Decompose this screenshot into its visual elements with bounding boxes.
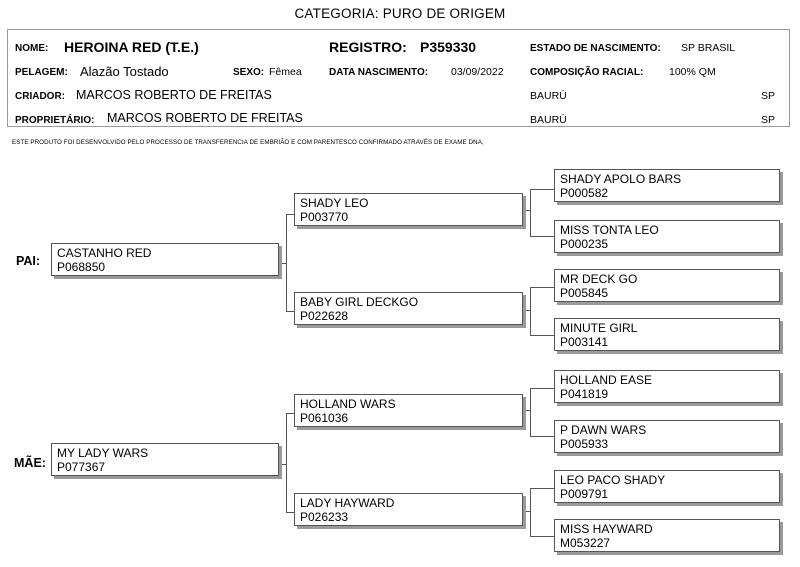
ancestor-reg: P009791 [560, 487, 609, 501]
birth-state-value: SP BRASIL [681, 42, 736, 54]
dam-box: MY LADY WARS P077367 [51, 443, 279, 476]
ancestor-reg: P041819 [560, 387, 609, 401]
sire-dam-reg: P022628 [300, 309, 349, 323]
ancestor-name: P DAWN WARS [560, 423, 647, 437]
sire-reg: P068850 [57, 260, 106, 274]
embryo-transfer-note: ESTE PRODUTO FOI DESENVOLVIDO PELO PROCE… [12, 139, 484, 146]
dam-reg: P077367 [57, 460, 106, 474]
sire-sire-sire-box: SHADY APOLO BARS P000582 [554, 169, 780, 202]
dam-dam-name: LADY HAYWARD [300, 496, 395, 510]
birth-date-label: DATA NASCIMENTO: [329, 67, 429, 78]
composition-label: COMPOSIÇÃO RACIAL: [530, 67, 644, 78]
dam-sire-reg: P061036 [300, 411, 349, 425]
dam-sire-dam-box: P DAWN WARS P005933 [554, 420, 780, 453]
dam-name: MY LADY WARS [57, 446, 149, 460]
dam-dam-box: LADY HAYWARD P026233 [294, 493, 523, 526]
ancestor-name: LEO PACO SHADY [560, 473, 666, 487]
sire-dam-sire-box: MR DECK GO P005845 [554, 269, 780, 302]
ancestor-reg: P000235 [560, 237, 609, 251]
ancestor-name: MINUTE GIRL [560, 321, 638, 335]
sire-sire-reg: P003770 [300, 210, 349, 224]
owner-value: MARCOS ROBERTO DE FREITAS [107, 111, 303, 125]
owner-state: SP [761, 114, 776, 126]
dam-dam-reg: P026233 [300, 510, 349, 524]
ancestor-reg: P005845 [560, 286, 609, 300]
dam-dam-sire-box: LEO PACO SHADY P009791 [554, 470, 780, 503]
ancestor-reg: P005933 [560, 437, 609, 451]
coat-label: PELAGEM: [15, 67, 68, 78]
birth-state-label: ESTADO DE NASCIMENTO: [530, 43, 661, 54]
sire-sire-box: SHADY LEO P003770 [294, 193, 523, 226]
sire-dam-dam-box: MINUTE GIRL P003141 [554, 318, 780, 351]
sire-name: CASTANHO RED [57, 246, 152, 260]
sire-dam-box: BABY GIRL DECKGO P022628 [294, 292, 523, 325]
breeder-city: BAURÚ [530, 90, 567, 102]
breeder-state: SP [761, 90, 776, 102]
horse-name: HEROINA RED (T.E.) [64, 39, 199, 55]
ancestor-name: HOLLAND EASE [560, 373, 653, 387]
ancestor-name: MR DECK GO [560, 272, 638, 286]
registry-label: REGISTRO: [329, 39, 407, 55]
ancestor-reg: M053227 [560, 536, 611, 550]
owner-city: BAURÚ [530, 114, 567, 126]
registry-value: P359330 [420, 39, 477, 55]
ancestor-name: MISS TONTA LEO [560, 223, 659, 237]
horse-info-panel: NOME: HEROINA RED (T.E.) REGISTRO: P3593… [7, 29, 790, 127]
name-label: NOME: [15, 43, 49, 54]
dam-dam-dam-box: MISS HAYWARD M053227 [554, 519, 780, 552]
ancestor-reg: P000582 [560, 186, 609, 200]
sex-label: SEXO: [233, 67, 265, 78]
ancestor-name: MISS HAYWARD [560, 522, 653, 536]
owner-label: PROPRIETÁRIO: [15, 115, 95, 126]
breeder-value: MARCOS ROBERTO DE FREITAS [76, 88, 272, 102]
sire-sire-name: SHADY LEO [300, 196, 369, 210]
sire-label: PAI: [16, 254, 41, 268]
sire-box: CASTANHO RED P068850 [51, 243, 279, 276]
dam-label: MÃE: [14, 456, 46, 470]
sire-dam-name: BABY GIRL DECKGO [300, 295, 419, 309]
sex-value: Fêmea [269, 66, 302, 78]
coat-value: Alazão Tostado [80, 64, 169, 79]
dam-sire-name: HOLLAND WARS [300, 397, 396, 411]
ancestor-name: SHADY APOLO BARS [560, 172, 682, 186]
sire-sire-dam-box: MISS TONTA LEO P000235 [554, 220, 780, 253]
birth-date-value: 03/09/2022 [451, 66, 504, 78]
composition-value: 100% QM [669, 66, 716, 78]
category-title: CATEGORIA: PURO DE ORIGEM [294, 6, 506, 21]
dam-sire-sire-box: HOLLAND EASE P041819 [554, 370, 780, 403]
ancestor-reg: P003141 [560, 335, 609, 349]
dam-sire-box: HOLLAND WARS P061036 [294, 394, 523, 427]
breeder-label: CRIADOR: [15, 91, 65, 102]
